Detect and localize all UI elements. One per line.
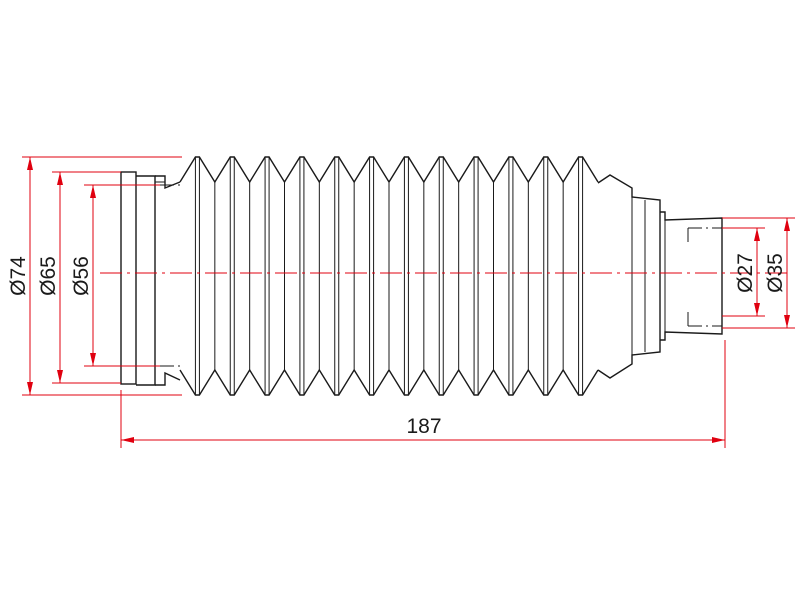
- dimension-inner-bore-diameter: Ø56: [70, 184, 160, 367]
- bellows-body: [179, 156, 599, 396]
- dimension-label-flange: Ø65: [37, 256, 60, 296]
- dimension-label-inner-bore: Ø56: [70, 256, 93, 296]
- small-end-collar: [597, 174, 723, 379]
- dimension-overall-length: 187: [120, 340, 726, 448]
- dimension-small-end-inner-diameter: Ø27: [722, 227, 765, 317]
- dimension-flange-diameter: Ø65: [37, 171, 121, 384]
- dimension-small-end-outer-diameter: Ø35: [722, 217, 795, 329]
- dimension-label-length: 187: [406, 415, 441, 438]
- dimension-outer-flange-diameter: Ø74: [7, 156, 182, 396]
- dimension-label-small-outer: Ø35: [764, 253, 787, 293]
- large-end-flange: [120, 171, 181, 386]
- dimension-label-outer-flange: Ø74: [7, 256, 30, 296]
- dimension-label-small-inner: Ø27: [734, 253, 757, 293]
